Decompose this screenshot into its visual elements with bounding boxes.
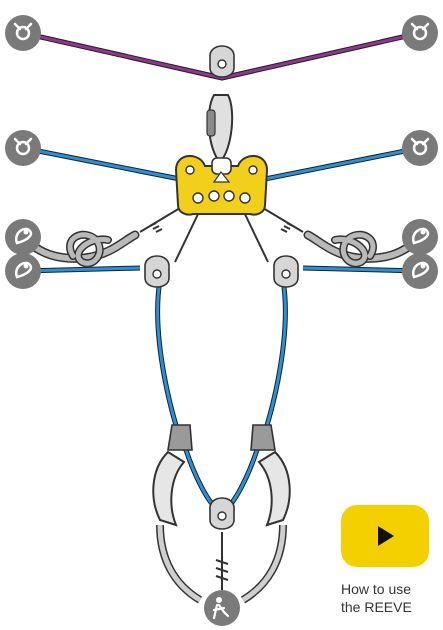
anchor-ring-icon — [402, 130, 438, 166]
sling-anchor-icon — [5, 219, 41, 255]
video-caption[interactable]: How to use the REEVE — [341, 580, 443, 616]
caption-line-1: How to use — [341, 580, 443, 598]
sling-anchor-icon — [402, 253, 438, 289]
left-rope-grab — [153, 425, 200, 600]
grey-sling-ropes — [23, 235, 420, 264]
top-pulley — [210, 46, 234, 77]
bottom-pulley — [210, 498, 234, 529]
left-pulley — [145, 256, 169, 287]
climber-icon — [204, 590, 240, 626]
right-pulley — [274, 256, 298, 287]
video-play-button[interactable] — [341, 505, 429, 567]
caption-line-2: the REEVE — [341, 598, 443, 616]
bottom-connector — [216, 532, 228, 600]
sling-anchor-icon — [402, 219, 438, 255]
right-rope-grab — [243, 425, 290, 600]
anchor-ring-icon — [5, 130, 41, 166]
carabiner — [207, 95, 232, 162]
play-icon — [378, 526, 394, 546]
anchor-ring-icon — [402, 15, 438, 51]
sling-anchor-icon — [5, 253, 41, 289]
anchor-ring-icon — [5, 15, 41, 51]
reeve-device — [176, 156, 267, 215]
